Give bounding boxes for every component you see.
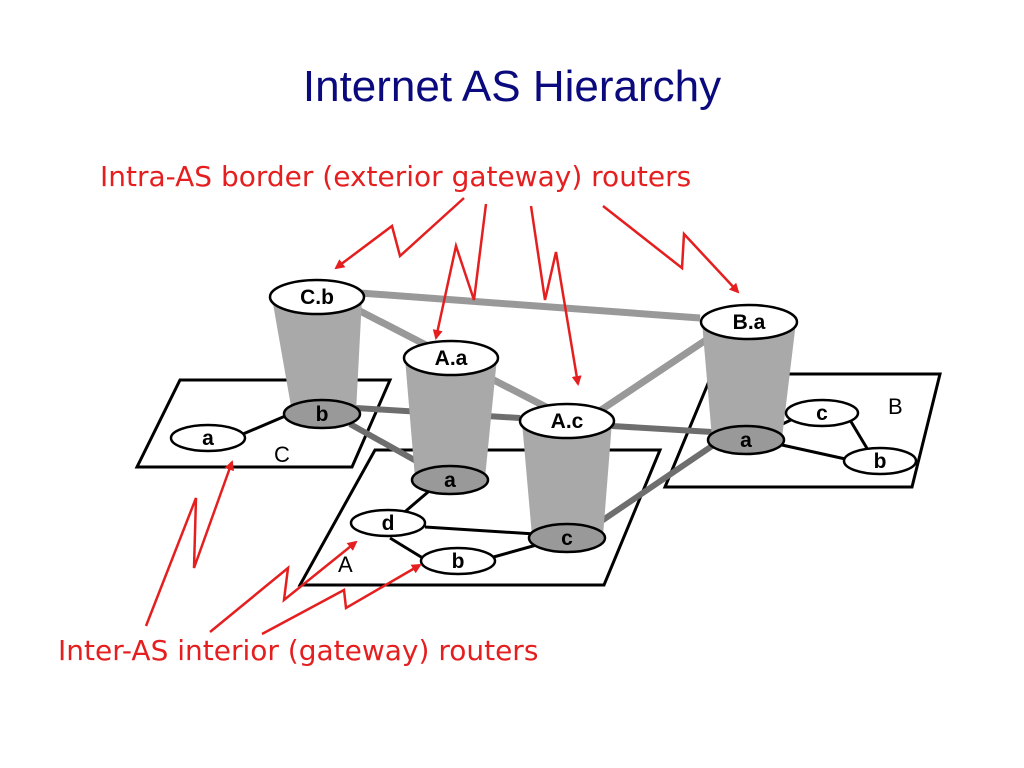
arrow-to-aa bbox=[432, 203, 488, 340]
label-bc: c bbox=[816, 402, 828, 425]
router-ba-top bbox=[699, 303, 799, 341]
arrow-to-ca bbox=[144, 460, 235, 627]
exterior-gateway-callout: Intra-AS border (exterior gateway) route… bbox=[100, 160, 692, 193]
router-bb bbox=[842, 446, 918, 476]
region-label-b: B bbox=[888, 394, 903, 419]
label-ba: a bbox=[740, 429, 752, 452]
router-cb-floor bbox=[282, 398, 362, 430]
cylinder-ba bbox=[702, 322, 796, 438]
cylinder-ac bbox=[522, 422, 612, 536]
link-bc-bb bbox=[848, 419, 870, 451]
link-ab-ac bbox=[489, 542, 541, 560]
label-aa-top: A.a bbox=[435, 347, 468, 370]
router-ac-floor bbox=[527, 522, 607, 554]
link-ad-ac bbox=[424, 525, 536, 536]
router-ad bbox=[349, 508, 427, 538]
label-bb: b bbox=[874, 450, 887, 473]
label-ab: b bbox=[452, 550, 465, 573]
label-aa: a bbox=[444, 469, 456, 492]
arrow-to-ad bbox=[209, 540, 358, 633]
slide-title: Internet AS Hierarchy bbox=[302, 62, 722, 111]
intra-as-links bbox=[242, 412, 870, 562]
arrow-to-cb bbox=[334, 197, 465, 270]
label-ba-top: B.a bbox=[733, 311, 766, 334]
router-ba-floor bbox=[706, 424, 786, 456]
link-ac-ba-floor bbox=[611, 423, 713, 435]
link-ad-ab bbox=[389, 536, 427, 562]
label-ca: a bbox=[202, 427, 214, 450]
router-ab bbox=[419, 546, 497, 576]
link-cb-ba bbox=[359, 289, 701, 322]
interior-gateway-callout: Inter-AS interior (gateway) routers bbox=[58, 634, 539, 667]
label-cb-top: C.b bbox=[300, 286, 334, 309]
label-ac: c bbox=[561, 527, 573, 550]
label-ac-top: A.c bbox=[551, 410, 584, 433]
router-cb-top bbox=[268, 278, 366, 316]
arrow-to-ac bbox=[529, 205, 582, 386]
router-aa-floor bbox=[410, 464, 490, 496]
arrow-to-ab bbox=[261, 563, 422, 636]
link-ca-cb bbox=[242, 412, 291, 436]
label-ad: d bbox=[382, 512, 395, 535]
interior-callout-arrows bbox=[144, 460, 422, 636]
exterior-callout-arrows bbox=[334, 197, 740, 386]
region-label-c: C bbox=[274, 442, 290, 467]
link-ac-ba bbox=[596, 333, 714, 415]
region-label-a: A bbox=[338, 552, 353, 577]
link-ac-ba-lower bbox=[598, 443, 714, 525]
router-aa-top bbox=[402, 339, 500, 377]
arrow-to-ba bbox=[602, 205, 740, 294]
router-ca bbox=[169, 423, 247, 453]
router-ac-top bbox=[518, 402, 616, 440]
router-bc bbox=[784, 398, 860, 428]
cylinder-cb bbox=[272, 298, 362, 412]
link-cb-aa-floor bbox=[348, 421, 420, 465]
label-cb: b bbox=[316, 403, 329, 426]
cylinder-aa bbox=[405, 358, 497, 478]
link-ba-bb bbox=[781, 443, 851, 462]
